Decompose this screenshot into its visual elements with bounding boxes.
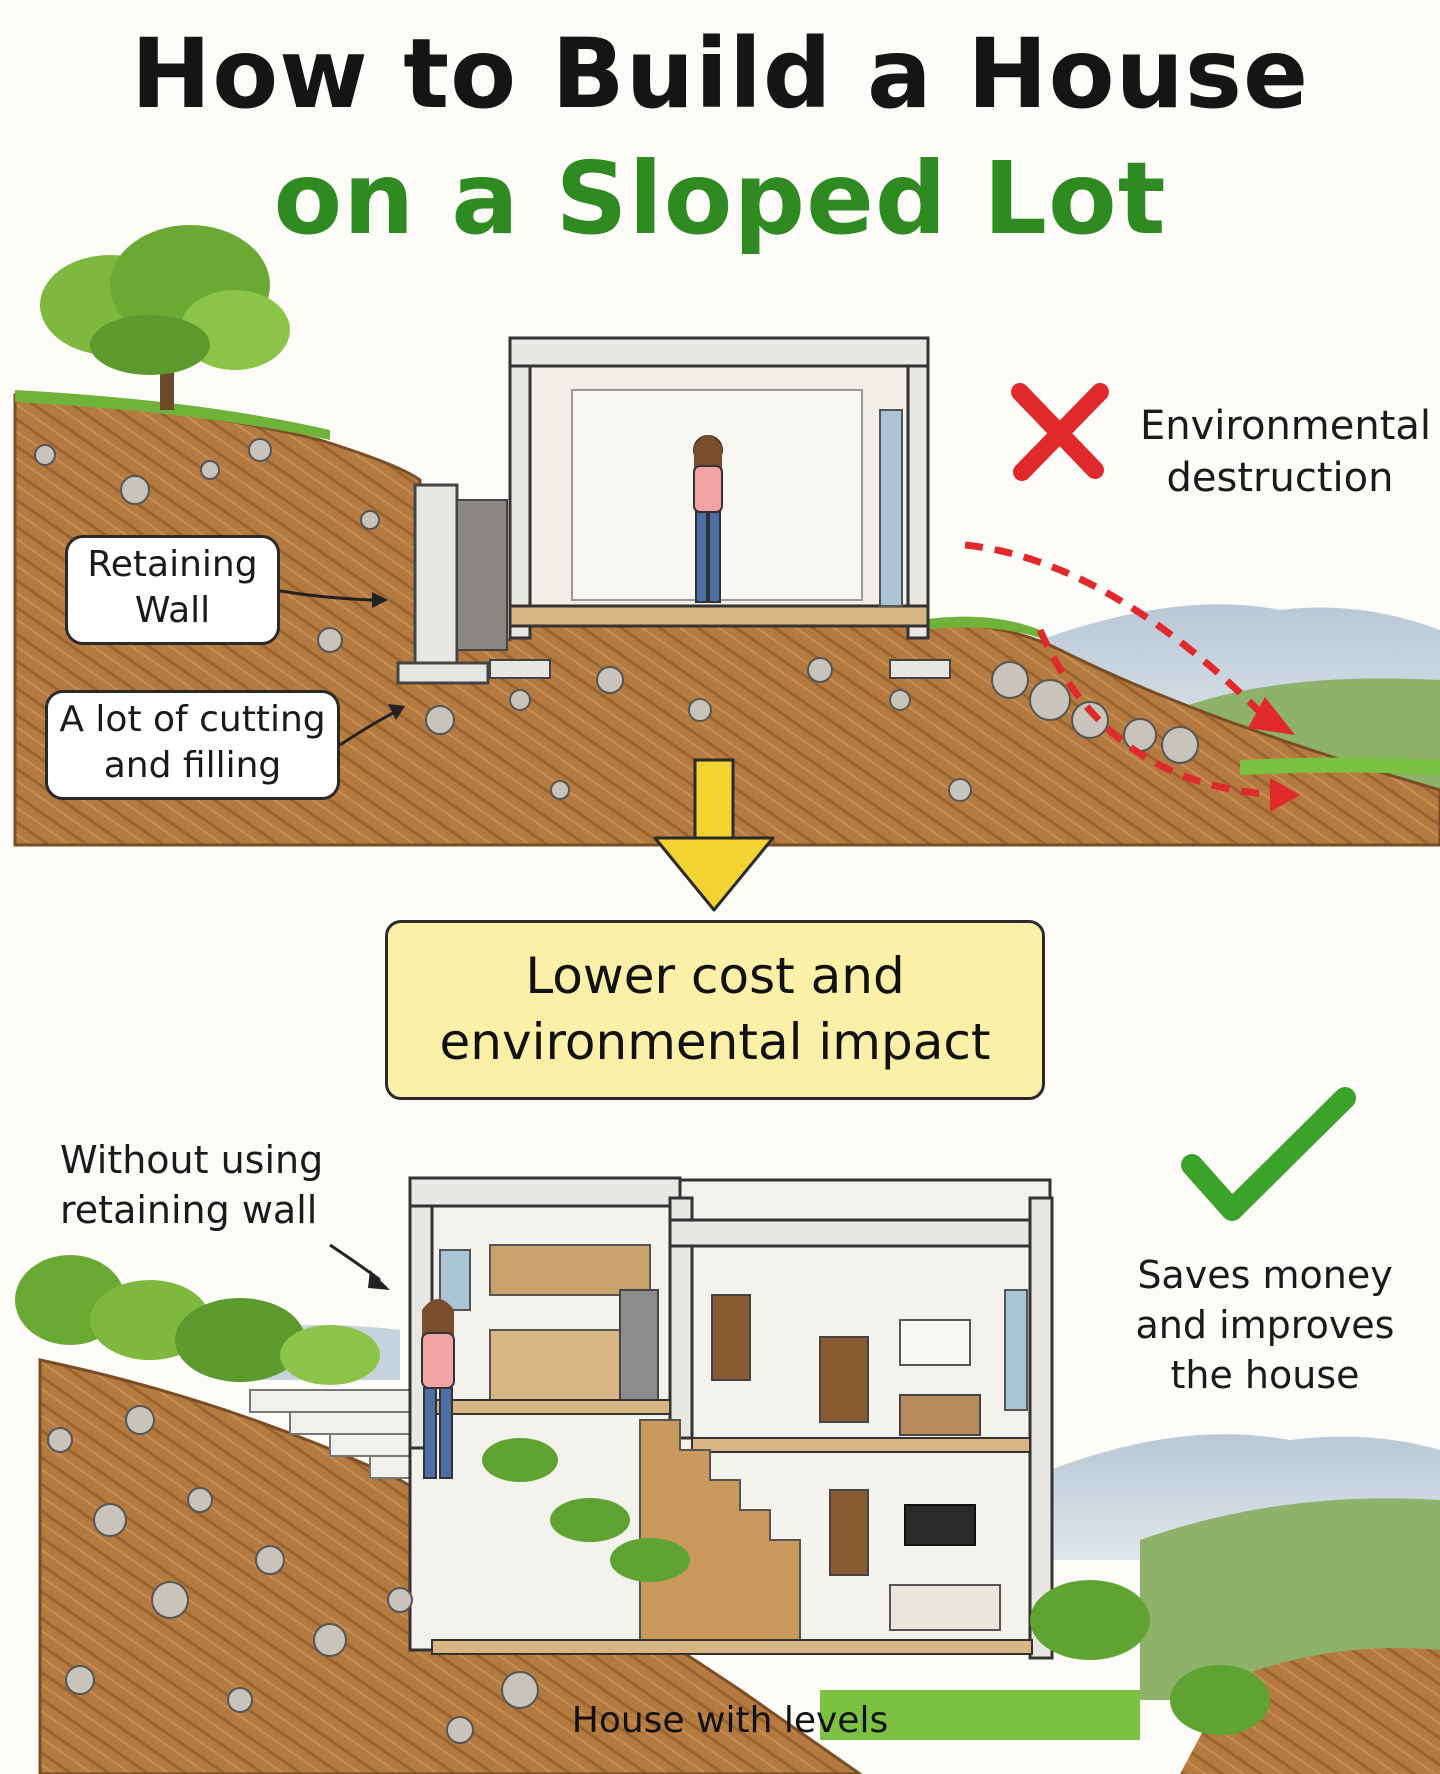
rocks-bottom (47, 1405, 539, 1744)
erosion-arrowhead-1 (1248, 697, 1295, 735)
retaining-wall-pointer-head (372, 592, 388, 608)
cut-fill-pointer-head (388, 704, 405, 720)
negative-label: Environmental destruction (1140, 403, 1432, 501)
positive-label: Saves money and improves the house (1135, 1253, 1395, 1397)
tree-top-left (40, 225, 290, 410)
bottom-scene (15, 1087, 1440, 1774)
no-wall-label: Without using retaining wall (60, 1138, 324, 1232)
red-x-icon (1011, 383, 1109, 481)
yellow-down-arrow-icon (653, 758, 775, 912)
person-top (693, 435, 723, 603)
callout-box: Lower cost and environmental impact (385, 920, 1045, 1100)
lawn-bottom (820, 1690, 1140, 1740)
retaining-wall-pointer (274, 588, 373, 602)
erosion-arrow-2 (1036, 628, 1286, 799)
person-bottom (421, 1299, 455, 1479)
erosion-arrowhead-2 (1270, 778, 1300, 812)
top-scene (13, 225, 1440, 847)
plants-stairs (482, 1438, 1270, 1735)
cut-fill-label: A lot of cutting and filling (45, 690, 340, 800)
retaining-wall (396, 483, 508, 685)
title-line-1: How to Build a House (130, 18, 1310, 130)
retaining-wall-label: Retaining Wall (65, 535, 280, 645)
title-line-2: on a Sloped Lot (273, 140, 1167, 257)
shrubs-bottom-left (15, 1255, 380, 1385)
no-wall-pointer-head (368, 1270, 390, 1290)
caption: House with levels (571, 1700, 889, 1741)
erosion-arrow-1 (964, 541, 1273, 725)
grass-top-right (920, 616, 1040, 638)
house-levels (408, 1176, 1054, 1660)
grass-bottom-right (1240, 757, 1440, 775)
cut-fill-pointer (339, 710, 396, 747)
green-check-icon (1181, 1087, 1356, 1221)
grass-top-left (15, 390, 330, 440)
